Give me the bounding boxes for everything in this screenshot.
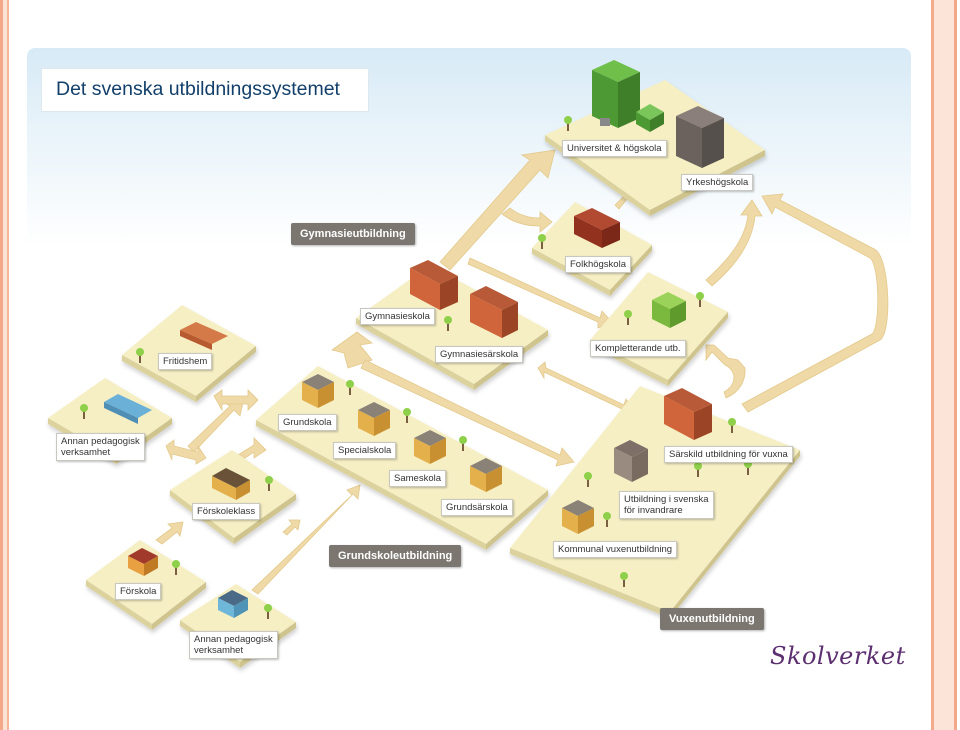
- tree-icon: [728, 418, 736, 433]
- label-annan-pedagogisk-1: Annan pedagogisk verksamhet: [56, 433, 145, 461]
- forskoleklass-building-icon: [212, 468, 250, 500]
- label-sfi: Utbildning i svenska för invandrare: [619, 491, 714, 519]
- skolverket-logo: Skolverket: [770, 642, 906, 670]
- arrow-kompl-to-yrkes: [705, 199, 763, 287]
- sarskild-building-icon: [664, 388, 712, 440]
- label-forskoleklass: Förskoleklass: [192, 503, 261, 520]
- tree-icon: [694, 462, 702, 477]
- kompletterande-building-icon: [652, 292, 686, 328]
- tree-icon: [564, 116, 572, 131]
- arrow-grundskola-to-gymnasium: [331, 331, 374, 369]
- stage-grundskoleutbildning: Grundskoleutbildning: [329, 545, 462, 567]
- label-grundskola: Grundskola: [278, 414, 337, 431]
- arrow-gymnasium-to-university: [439, 149, 556, 271]
- label-gymnasiesarskola: Gymnasiesärskola: [435, 346, 524, 363]
- label-forskola: Förskola: [115, 583, 162, 600]
- buildings: [104, 60, 724, 618]
- tree-icon: [136, 348, 144, 363]
- label-grundsarskola: Grundsärskola: [441, 499, 513, 516]
- stage-gymnasieutbildning: Gymnasieutbildning: [291, 223, 415, 245]
- label-annan-pedagogisk-2: Annan pedagogisk verksamhet: [189, 631, 278, 659]
- label-folkhogskola: Folkhögskola: [565, 256, 631, 273]
- sfi-building-icon: [614, 440, 648, 482]
- arrow-forskoleklass-to-grundskola: [237, 437, 267, 461]
- arrow-forskola-to-forskoleklass: [155, 521, 184, 545]
- platforms: [48, 80, 800, 668]
- annan-1-building-icon: [104, 394, 152, 424]
- tree-icon: [624, 310, 632, 325]
- label-universitet: Universitet & högskola: [562, 140, 667, 157]
- sameskola-building-icon: [414, 430, 446, 464]
- arrow-vuxen-to-kompl: [705, 344, 746, 399]
- label-sameskola: Sameskola: [389, 470, 446, 487]
- fritidshem-building-icon: [180, 322, 228, 350]
- flow-arrows: [155, 149, 889, 595]
- right-border: [928, 0, 960, 730]
- stage-vuxenutbildning: Vuxenutbildning: [660, 608, 764, 630]
- tree-icon: [403, 408, 411, 423]
- arrow-annan-to-grundskola: [251, 484, 361, 595]
- gymnasieskola-building-icon: [410, 260, 458, 310]
- tree-icon: [264, 604, 272, 619]
- page-title: Det svenska utbildningssystemet: [56, 78, 340, 100]
- label-gymnasieskola: Gymnasieskola: [360, 308, 435, 325]
- tree-icon: [444, 316, 452, 331]
- arrow-small-up: [282, 519, 301, 536]
- komvux-building-icon: [562, 500, 594, 534]
- label-yrkeshogskola: Yrkeshögskola: [681, 174, 754, 191]
- title-box: [41, 68, 369, 112]
- label-specialskola: Specialskola: [333, 442, 397, 459]
- label-kommunal-vuxenutbildning: Kommunal vuxenutbildning: [553, 541, 678, 558]
- label-kompletterande: Kompletterande utb.: [590, 340, 686, 357]
- specialskola-building-icon: [358, 402, 390, 436]
- tree-icon: [346, 380, 354, 395]
- arrow-double-gym-vux: [537, 361, 635, 415]
- platform-forskola: [86, 540, 206, 630]
- tree-icon: [620, 572, 628, 587]
- arrow-fritids-forskoleklass: [187, 397, 245, 453]
- arrow-double-horizontal-1: [213, 389, 259, 412]
- grundsarskola-building-icon: [470, 458, 502, 492]
- arrow-vuxen-to-yrkes: [741, 193, 889, 413]
- tree-icon: [265, 476, 273, 491]
- arrow-grundskola-to-vuxen: [360, 359, 575, 467]
- tree-icon: [584, 472, 592, 487]
- platform-fritidshem: [122, 305, 256, 402]
- tree-icon: [538, 234, 546, 249]
- tree-icon: [696, 292, 704, 307]
- folkhogskola-building-icon: [574, 208, 620, 248]
- tree-icon: [459, 436, 467, 451]
- forskola-building-icon: [128, 548, 158, 576]
- yrkeshogskola-building-icon: [676, 106, 724, 168]
- arrow-double-horizontal-2: [165, 439, 207, 465]
- gymnasiesarskola-building-icon: [470, 286, 518, 338]
- tree-icon: [172, 560, 180, 575]
- trees: [80, 116, 752, 619]
- tree-icon: [80, 404, 88, 419]
- university-building-icon: [592, 60, 664, 132]
- tree-icon: [603, 512, 611, 527]
- annan-2-building-icon: [218, 590, 248, 618]
- left-border: [0, 0, 12, 730]
- grundskola-building-icon: [302, 374, 334, 408]
- label-sarskild-utbildning: Särskild utbildning för vuxna: [664, 446, 793, 463]
- label-fritidshem: Fritidshem: [158, 353, 213, 370]
- arrow-branch-folkhogskola: [501, 207, 553, 233]
